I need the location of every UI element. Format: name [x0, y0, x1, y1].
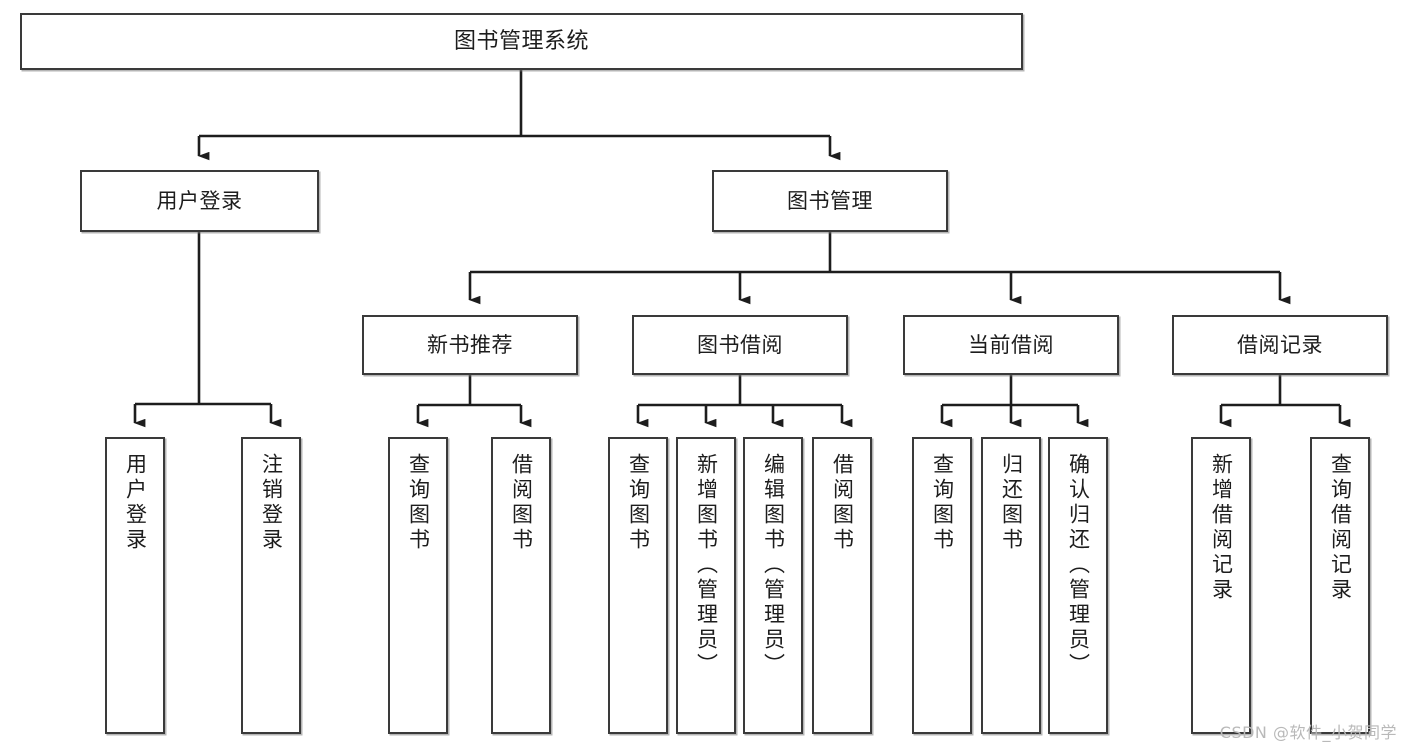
node-label: 新增图书（管理员） [694, 453, 719, 678]
leaf-query-book-current[interactable]: 查询图书 [912, 437, 972, 734]
node-label: 借阅记录 [1237, 332, 1323, 357]
node-label: 用户登录 [156, 188, 243, 213]
node-user-login[interactable]: 用户登录 [80, 170, 319, 232]
leaf-query-book-borrow[interactable]: 查询图书 [608, 437, 668, 734]
node-borrow-record[interactable]: 借阅记录 [1172, 315, 1388, 375]
node-label: 当前借阅 [968, 332, 1054, 357]
leaf-query-book-recommend[interactable]: 查询图书 [388, 437, 448, 734]
node-label: 查询图书 [406, 453, 431, 553]
leaf-return-book[interactable]: 归还图书 [981, 437, 1041, 734]
leaf-user-login[interactable]: 用户登录 [105, 437, 165, 734]
leaf-borrow-book-borrow[interactable]: 借阅图书 [812, 437, 872, 734]
node-label: 借阅图书 [509, 453, 534, 553]
node-label: 借阅图书 [830, 453, 855, 553]
leaf-add-borrow-record[interactable]: 新增借阅记录 [1191, 437, 1251, 734]
node-label: 新书推荐 [427, 332, 513, 357]
leaf-logout[interactable]: 注销登录 [241, 437, 301, 734]
node-label: 查询借阅记录 [1328, 453, 1353, 603]
node-label: 图书管理系统 [453, 28, 589, 54]
csdn-watermark: CSDN @软件_小贺同学 [1219, 723, 1397, 742]
node-label: 图书借阅 [697, 332, 783, 357]
node-label: 注销登录 [259, 453, 284, 553]
node-label: 确认归还（管理员） [1066, 453, 1091, 678]
node-label: 图书管理 [787, 188, 873, 213]
node-book-borrow[interactable]: 图书借阅 [632, 315, 848, 375]
node-book-management[interactable]: 图书管理 [712, 170, 948, 232]
node-label: 用户登录 [123, 453, 148, 553]
node-new-book-recommend[interactable]: 新书推荐 [362, 315, 578, 375]
leaf-borrow-book-recommend[interactable]: 借阅图书 [491, 437, 551, 734]
node-label: 查询图书 [626, 453, 651, 553]
leaf-confirm-return-admin[interactable]: 确认归还（管理员） [1048, 437, 1108, 734]
leaf-add-book-admin[interactable]: 新增图书（管理员） [676, 437, 736, 734]
node-root-system[interactable]: 图书管理系统 [20, 13, 1023, 70]
node-current-borrow[interactable]: 当前借阅 [903, 315, 1119, 375]
node-label: 归还图书 [999, 453, 1024, 553]
node-label: 新增借阅记录 [1209, 453, 1234, 603]
node-label: 查询图书 [930, 453, 955, 553]
leaf-query-borrow-record[interactable]: 查询借阅记录 [1310, 437, 1370, 734]
node-label: 编辑图书（管理员） [761, 453, 786, 678]
leaf-edit-book-admin[interactable]: 编辑图书（管理员） [743, 437, 803, 734]
